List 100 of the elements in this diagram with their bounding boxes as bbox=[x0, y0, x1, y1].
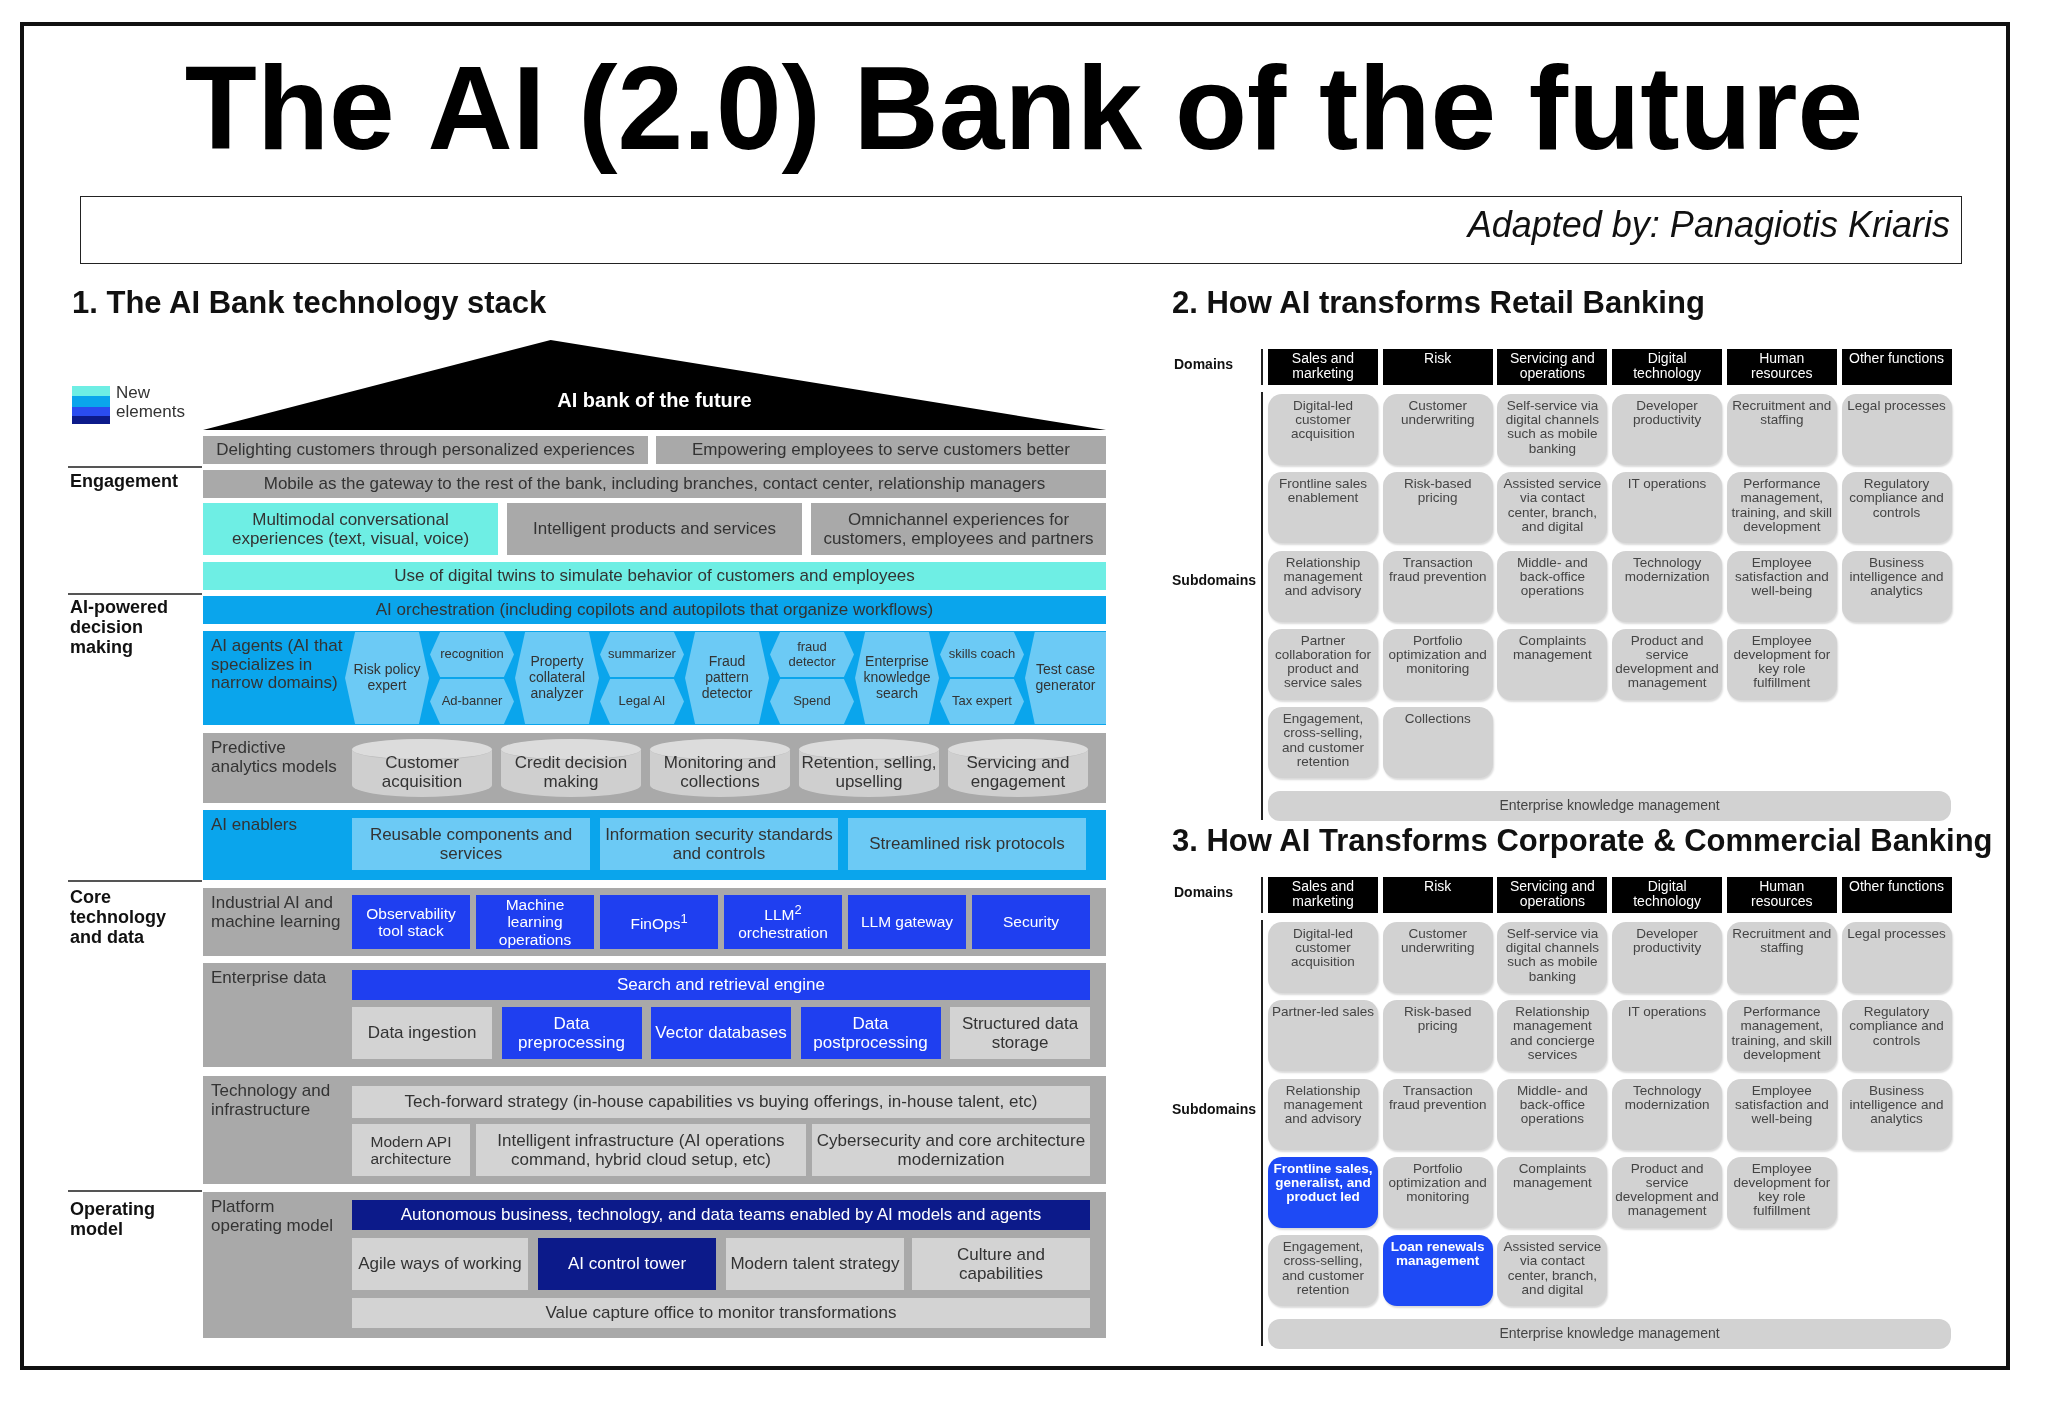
axis-label: Domains bbox=[1174, 885, 1235, 901]
subdomain-tile: Regulatory compliance and controls bbox=[1841, 472, 1952, 544]
subdomain-bar: Enterprise knowledge management bbox=[1268, 790, 1951, 821]
capability-box: AI control tower bbox=[538, 1238, 716, 1290]
subdomain-tile: Self-service via digital channels such as mobile banking bbox=[1497, 394, 1608, 465]
capability-box: Streamlined risk protocols bbox=[848, 818, 1086, 870]
section-heading: 3. How AI Transforms Corporate & Commercial Banking bbox=[1172, 824, 1994, 859]
hexagon-tile: Risk policy expert bbox=[345, 632, 429, 724]
subdomain-tile: Digital-led customer acquisition bbox=[1268, 394, 1378, 465]
subdomain-tile: Complaints management bbox=[1497, 628, 1608, 700]
layer-band bbox=[203, 1076, 1106, 1184]
capability-box: Search and retrieval engine bbox=[352, 970, 1090, 1000]
subdomain-tile: Recruitment and staffing bbox=[1726, 394, 1837, 465]
subdomain-tile: Legal processes bbox=[1841, 922, 1952, 993]
capability-box: Cybersecurity and core architecture modernization bbox=[812, 1124, 1090, 1176]
capability-box: Security bbox=[972, 895, 1090, 949]
domain-header: Human resources bbox=[1726, 349, 1837, 385]
layer-title: AI enablers bbox=[211, 816, 298, 835]
cylinder-tile: Monitoring and collections bbox=[650, 739, 790, 797]
subdomain-tile: Partner collaboration for product and service sales bbox=[1268, 628, 1378, 700]
capability-box: Observability tool stack bbox=[352, 895, 470, 949]
row-group-label: Operating model bbox=[70, 1200, 156, 1240]
credit-text: Adapted by: Panagiotis Kriaris bbox=[1465, 205, 1950, 245]
subdomain-tile: Complaints management bbox=[1497, 1156, 1608, 1228]
capability-box: Information security standards and controls bbox=[600, 818, 838, 870]
subdomain-tile: Middle- and back-office operations bbox=[1497, 550, 1608, 622]
subdomain-tile: Customer underwriting bbox=[1382, 394, 1493, 465]
layer-band bbox=[203, 963, 1106, 1067]
subdomain-bar: Enterprise knowledge management bbox=[1268, 1318, 1951, 1349]
row-group-label: Engagement bbox=[70, 472, 180, 492]
capability-box: Vector databases bbox=[651, 1007, 791, 1059]
subdomain-tile: Digital-led customer acquisition bbox=[1268, 922, 1378, 993]
capability-box: FinOps$^{1}$ bbox=[600, 895, 718, 949]
subdomain-tile: Relationship management and advisory bbox=[1268, 550, 1378, 622]
layer-title: Technology and infrastructure bbox=[211, 1082, 332, 1120]
subdomain-tile: Loan renewals management bbox=[1382, 1235, 1493, 1307]
subdomain-tile: Employee development for key role fulfillment bbox=[1726, 1156, 1837, 1228]
domain-header: Other functions bbox=[1841, 349, 1952, 385]
layer-band bbox=[203, 733, 1106, 803]
domain-header: Sales and marketing bbox=[1268, 349, 1378, 385]
domain-header: Servicing and operations bbox=[1497, 877, 1608, 913]
layer-band bbox=[203, 810, 1106, 880]
capability-box: Omnichannel experiences for customers, employees and partners bbox=[811, 503, 1106, 555]
subdomain-tile: Portfolio optimization and monitoring bbox=[1382, 628, 1493, 700]
capability-box: Reusable components and services bbox=[352, 818, 590, 870]
hexagon-tile: skills coach bbox=[940, 632, 1024, 677]
subdomain-tile: Employee development for key role fulfillment bbox=[1726, 628, 1837, 700]
layer-title: Platform operating model bbox=[211, 1198, 334, 1236]
subdomain-tile: Employee satisfaction and well-being bbox=[1726, 550, 1837, 622]
subdomain-tile: Technology modernization bbox=[1612, 1078, 1723, 1150]
capability-box: Autonomous business, technology, and data teams enabled by AI models and agents bbox=[352, 1200, 1090, 1230]
domain-header: Human resources bbox=[1726, 877, 1837, 913]
domain-header: Digital technology bbox=[1612, 349, 1723, 385]
section-heading: 1. The AI Bank technology stack bbox=[72, 286, 548, 321]
capability-box: Structured data storage bbox=[950, 1007, 1090, 1059]
title: The AI (2.0) Bank of the future bbox=[183, 41, 1865, 176]
subdomain-tile: Assisted service via contact center, branch, and digital bbox=[1497, 472, 1608, 544]
layer-title: Industrial AI and machine learning bbox=[211, 894, 342, 932]
capability-box: Modern talent strategy bbox=[726, 1238, 904, 1290]
subdomain-tile: Risk-based pricing bbox=[1382, 472, 1493, 544]
hexagon-tile: fraud detector bbox=[770, 632, 854, 677]
subdomain-tile: Engagement, cross-selling, and customer retention bbox=[1268, 707, 1378, 779]
subdomain-tile: Portfolio optimization and monitoring bbox=[1382, 1156, 1493, 1228]
subdomain-tile: Frontline sales, generalist, and product led bbox=[1268, 1156, 1378, 1228]
capability-box: Agile ways of working bbox=[352, 1238, 528, 1290]
subdomain-tile: Relationship management and advisory bbox=[1268, 1078, 1378, 1150]
cylinder-tile: Customer acquisition bbox=[352, 739, 492, 797]
subdomain-tile: Product and service development and management bbox=[1612, 628, 1723, 700]
subdomain-tile: Employee satisfaction and well-being bbox=[1726, 1078, 1837, 1150]
axis-label: Domains bbox=[1174, 357, 1235, 373]
subdomain-tile: Business intelligence and analytics bbox=[1841, 1078, 1952, 1150]
cylinder-tile: Servicing and engagement bbox=[948, 739, 1088, 797]
hexagon-tile: Property collateral analyzer bbox=[515, 632, 599, 724]
subdomain-tile: Partner-led sales bbox=[1268, 1000, 1378, 1072]
subdomain-tile: Performance management, training, and skill development bbox=[1726, 1000, 1837, 1072]
subdomain-tile: Transaction fraud prevention bbox=[1382, 550, 1493, 622]
capability-box: Delighting customers through personalized experiences bbox=[203, 436, 648, 464]
domain-header: Digital technology bbox=[1612, 877, 1723, 913]
capability-box: Data ingestion bbox=[352, 1007, 492, 1059]
layer-band bbox=[203, 888, 1106, 956]
capability-box: Empowering employees to serve customers better bbox=[656, 436, 1106, 464]
hexagon-tile: Fraud pattern detector bbox=[685, 632, 769, 724]
subdomain-tile: Regulatory compliance and controls bbox=[1841, 1000, 1952, 1072]
subdomain-tile: Performance management, training, and skill development bbox=[1726, 472, 1837, 544]
row-group-label: Core technology and data bbox=[70, 888, 167, 948]
capability-box: Intelligent products and services bbox=[507, 503, 802, 555]
subdomain-tile: Developer productivity bbox=[1612, 922, 1723, 993]
subdomain-tile: Transaction fraud prevention bbox=[1382, 1078, 1493, 1150]
capability-box: Data preprocessing bbox=[501, 1007, 642, 1059]
subdomain-tile: Assisted service via contact center, branch, and digital bbox=[1497, 1235, 1608, 1307]
domain-header: Other functions bbox=[1841, 877, 1952, 913]
hexagon-tile: recognition bbox=[430, 632, 514, 677]
subdomain-tile: Frontline sales enablement bbox=[1268, 472, 1378, 544]
capability-box: AI orchestration (including copilots and autopilots that organize workflows) bbox=[203, 596, 1106, 624]
capability-box: Tech-forward strategy (in-house capabilities vs buying offerings, in-house talent, etc) bbox=[352, 1086, 1090, 1118]
subdomain-tile: Relationship management and concierge services bbox=[1497, 1000, 1608, 1072]
subdomain-tile: Engagement, cross-selling, and customer retention bbox=[1268, 1235, 1378, 1307]
subdomain-tile: IT operations bbox=[1612, 472, 1723, 544]
domain-header: Risk bbox=[1382, 349, 1493, 385]
cylinder-tile: Credit decision making bbox=[501, 739, 641, 797]
